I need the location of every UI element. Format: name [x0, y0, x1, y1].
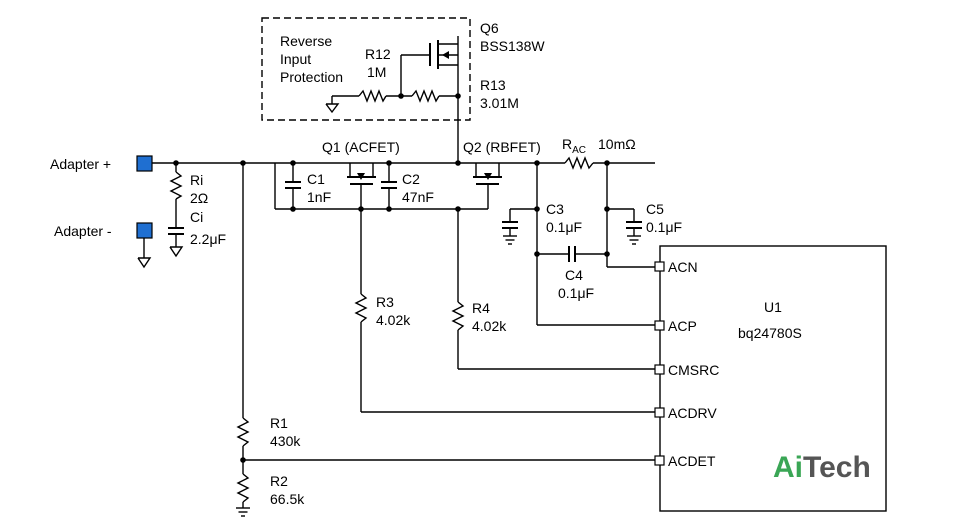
u1-ic: [659, 245, 887, 512]
c4-value: 0.1μF: [558, 285, 594, 301]
adapter-plus-label: Adapter +: [50, 156, 111, 172]
c5-value: 0.1μF: [646, 219, 682, 235]
c5-name: C5: [646, 201, 664, 217]
rac-resistor: [564, 156, 655, 170]
acn-pin: [654, 261, 665, 272]
q6-mosfet: [429, 36, 459, 163]
q6-name: Q6: [480, 20, 499, 36]
c2-value: 47nF: [402, 189, 434, 205]
q6-value: BSS138W: [480, 38, 545, 54]
acp-pin-label: ACP: [668, 318, 697, 334]
acn-pin-label: ACN: [668, 259, 698, 275]
acp-pin: [654, 320, 665, 331]
cmsrc-pin: [654, 364, 665, 375]
c2-capacitor: [381, 163, 397, 209]
c2-name: C2: [402, 171, 420, 187]
protection-box: [261, 17, 471, 121]
acdet-pin-label: ACDET: [668, 453, 716, 469]
c1-value: 1nF: [307, 189, 331, 205]
c1-name: C1: [307, 171, 325, 187]
r2-value: 66.5k: [270, 491, 305, 507]
c1-capacitor: [285, 163, 301, 209]
ci-value: 2.2μF: [190, 231, 226, 247]
watermark-part2: Tech: [803, 451, 871, 484]
u1-name: U1: [764, 299, 782, 315]
rac-value: 10mΩ: [598, 136, 636, 152]
rac-subscript: AC: [572, 145, 586, 156]
r4-name: R4: [472, 300, 490, 316]
ri-value: 2Ω: [190, 190, 208, 206]
r12-name: R12: [365, 46, 391, 62]
q2-mosfet: [473, 163, 502, 209]
c3-capacitor: [502, 208, 537, 245]
adapter-minus-ground-wire: [137, 238, 152, 269]
r2-resistor: [236, 473, 250, 517]
watermark-part1: Ai: [773, 451, 803, 484]
acdrv-pin: [654, 407, 665, 418]
r13-value: 3.01M: [480, 95, 519, 111]
r13-network: [325, 89, 461, 114]
protection-label-line3: Protection: [280, 69, 343, 85]
ri-name: Ri: [190, 172, 203, 188]
r12-value: 1M: [367, 64, 386, 80]
ci-name: Ci: [190, 209, 203, 225]
r1-resistor: [236, 417, 250, 447]
watermark-logo: AiTech: [773, 451, 871, 484]
protection-label-line2: Input: [280, 51, 311, 67]
adapter-minus-terminal: [136, 222, 153, 239]
acdrv-pin-label: ACDRV: [668, 405, 717, 421]
c3-value: 0.1μF: [546, 219, 582, 235]
r13-name: R13: [480, 77, 506, 93]
cmsrc-pin-label: CMSRC: [668, 362, 719, 378]
r3-value: 4.02k: [376, 312, 411, 328]
r4-value: 4.02k: [472, 318, 507, 334]
protection-label-line1: Reverse: [280, 33, 332, 49]
r4-resistor: [451, 209, 655, 370]
adapter-plus-terminal: [136, 155, 153, 172]
c3-name: C3: [546, 201, 564, 217]
rac-name: RAC: [562, 136, 586, 156]
c5-capacitor: [607, 208, 642, 245]
q2-name: Q2 (RBFET): [463, 139, 541, 155]
u1-part: bq24780S: [738, 325, 802, 341]
c4-name: C4: [565, 267, 583, 283]
r3-resistor: [354, 209, 655, 413]
r2-name: R2: [270, 473, 288, 489]
r1-value: 430k: [270, 433, 301, 449]
r1-name: R1: [270, 415, 288, 431]
q1-name: Q1 (ACFET): [322, 139, 400, 155]
input-rail: [152, 160, 275, 166]
ci-capacitor: [168, 227, 184, 258]
q1-mosfet: [347, 163, 376, 209]
c4-capacitor: [537, 246, 607, 262]
adapter-minus-label: Adapter -: [54, 223, 112, 239]
acdet-pin: [654, 455, 665, 466]
ri-resistor: [169, 163, 183, 228]
r3-name: R3: [376, 294, 394, 310]
